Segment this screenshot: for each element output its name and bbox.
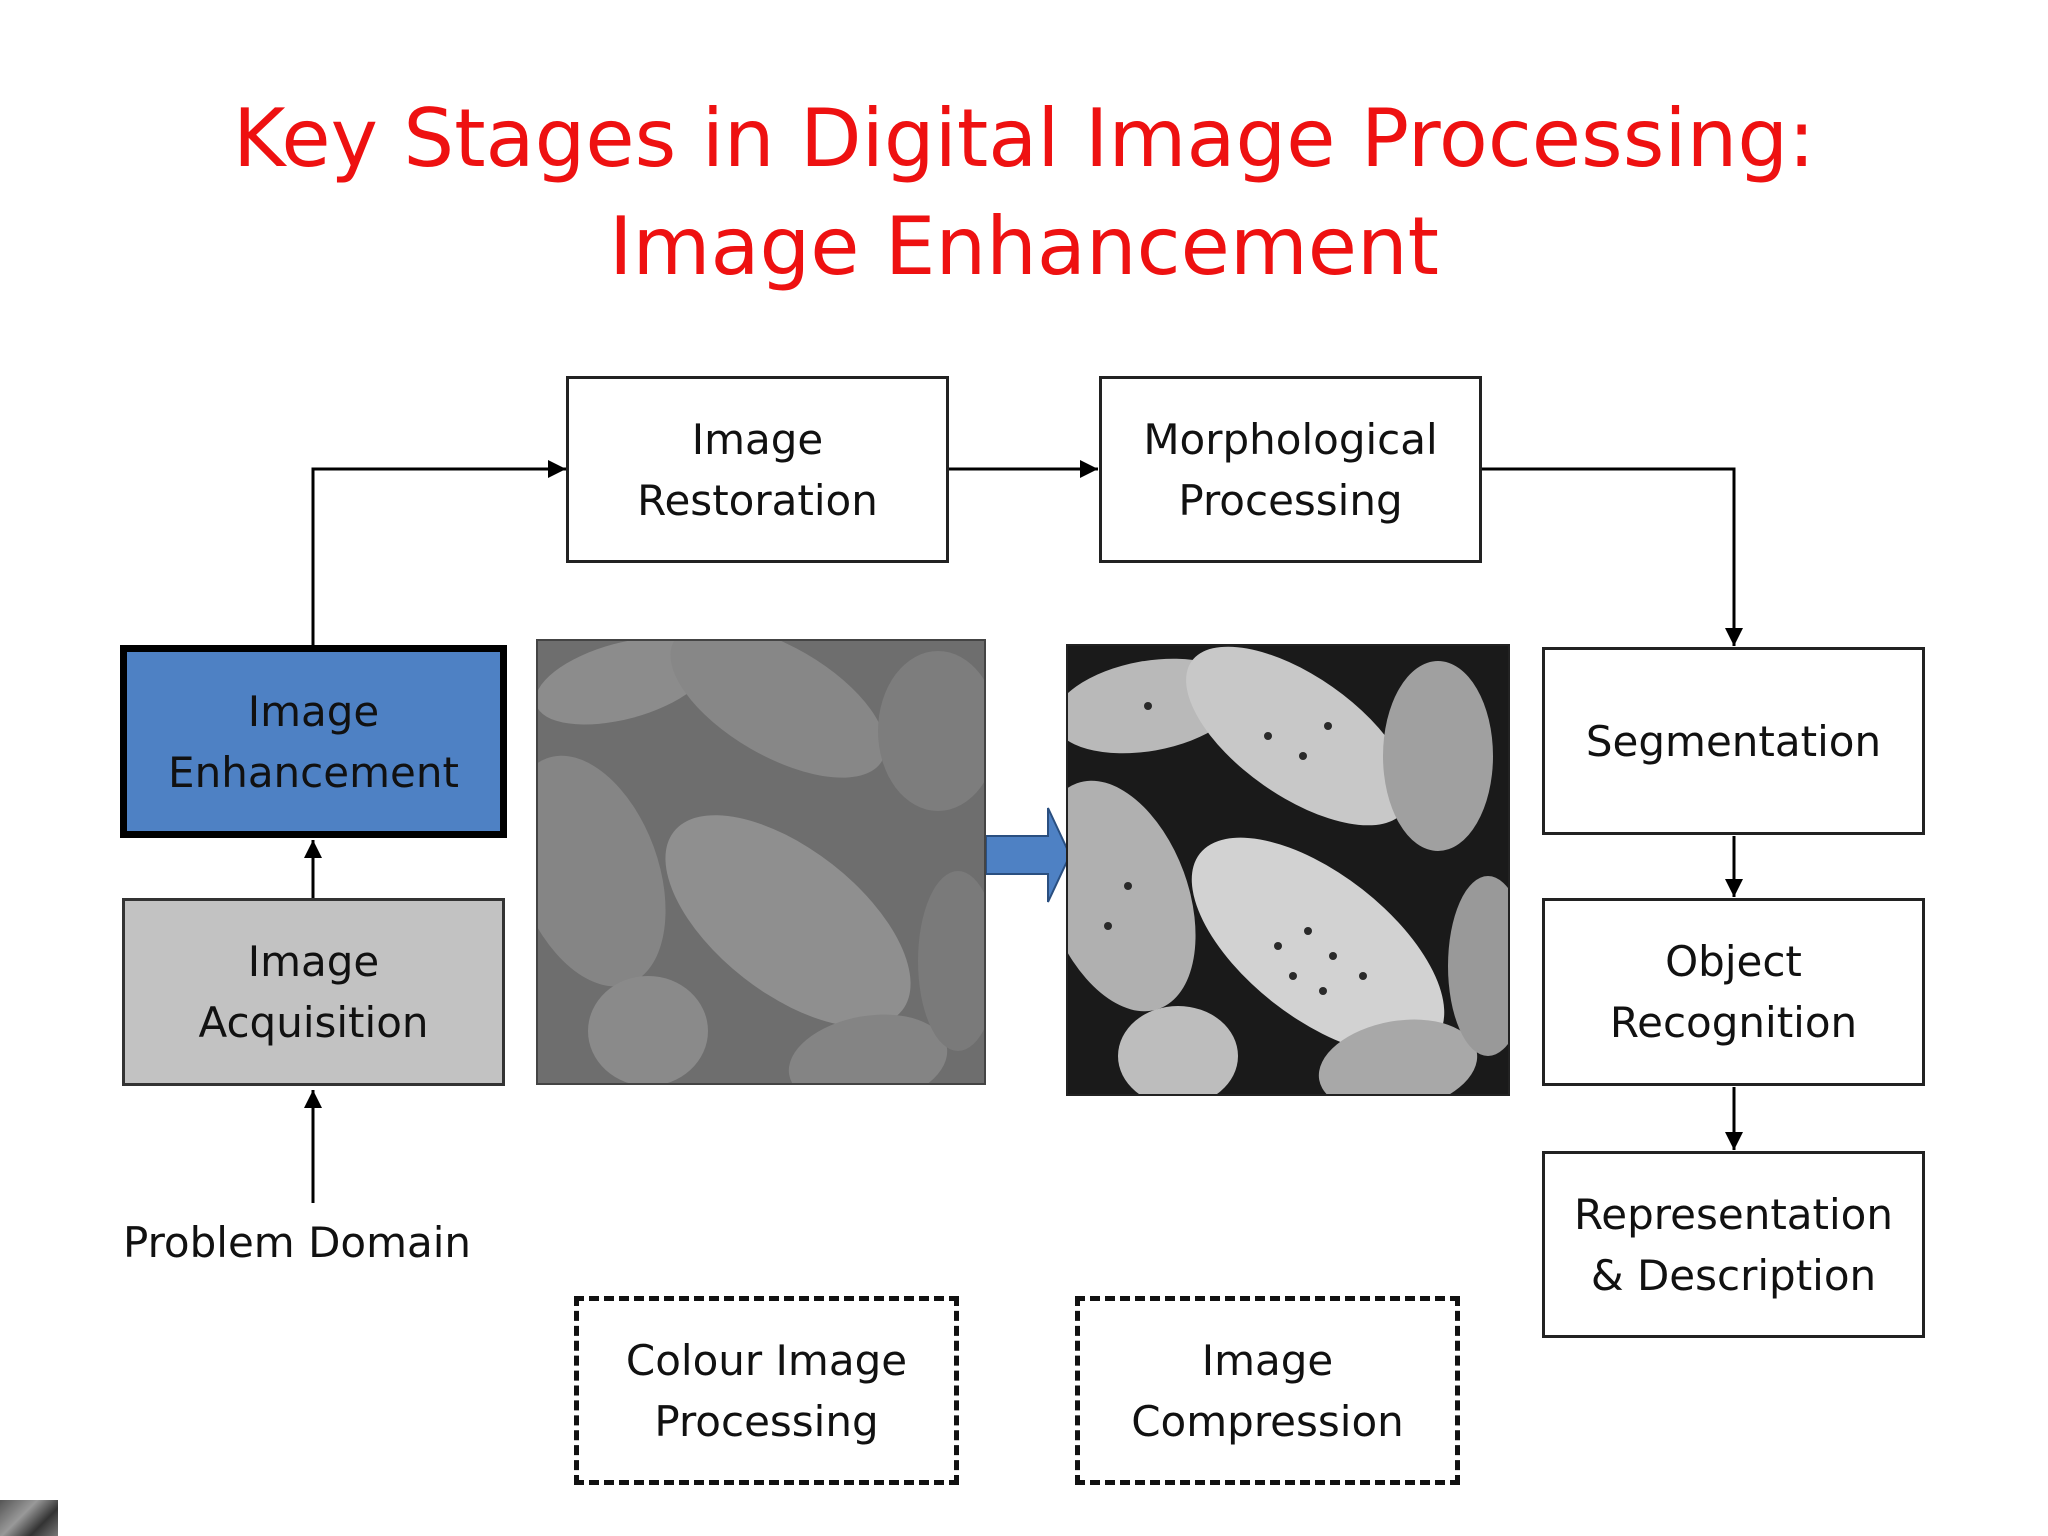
morphological-processing-box: Morphological Processing — [1099, 376, 1482, 563]
colour-image-processing-line-2: Processing — [654, 1396, 879, 1446]
image-compression-line-2: Compression — [1131, 1396, 1404, 1446]
image-acquisition-line-1: Image — [247, 937, 380, 986]
image-restoration-box: Image Restoration — [566, 376, 949, 563]
arrow-enhancement-to-restoration — [311, 460, 566, 648]
presenter-thumbnail-icon — [0, 1500, 58, 1536]
image-enhancement-line-2: Enhancement — [168, 747, 459, 797]
representation-description-box: Representation & Description — [1542, 1151, 1925, 1338]
image-enhancement-box: Image Enhancement — [120, 645, 507, 838]
object-recognition-line-1: Object — [1665, 937, 1802, 986]
segmentation-box: Segmentation — [1542, 647, 1925, 835]
title-line-2: Image Enhancement — [608, 200, 1440, 293]
morphological-processing-line-2: Processing — [1178, 475, 1403, 525]
object-recognition-line-2: Recognition — [1609, 998, 1858, 1047]
colour-image-processing-line-1: Colour Image — [625, 1335, 908, 1385]
morphological-processing-line-1: Morphological — [1143, 414, 1438, 464]
colour-image-processing-box: Colour Image Processing — [574, 1296, 959, 1485]
enhance-block-arrow — [985, 807, 1072, 903]
low-contrast-pollen-image — [536, 639, 986, 1085]
representation-description-line-1: Representation — [1574, 1189, 1893, 1239]
image-enhancement-line-1: Image — [247, 686, 380, 736]
arrow-morphological-to-segmentation — [1482, 467, 1743, 646]
image-compression-line-1: Image — [1201, 1335, 1334, 1385]
representation-description-line-2: & Description — [1590, 1250, 1877, 1300]
segmentation-line-1: Segmentation — [1585, 716, 1882, 766]
image-acquisition-box: Image Acquisition — [122, 898, 505, 1086]
problem-domain-label: Problem Domain — [123, 1218, 472, 1267]
image-acquisition-line-2: Acquisition — [198, 998, 429, 1047]
title-line-1: Key Stages in Digital Image Processing: — [232, 92, 1816, 185]
image-restoration-line-2: Restoration — [637, 475, 878, 525]
image-compression-box: Image Compression — [1075, 1296, 1460, 1485]
image-restoration-line-1: Image — [691, 414, 824, 464]
enhanced-pollen-image — [1066, 644, 1510, 1096]
object-recognition-box: Object Recognition — [1542, 898, 1925, 1086]
